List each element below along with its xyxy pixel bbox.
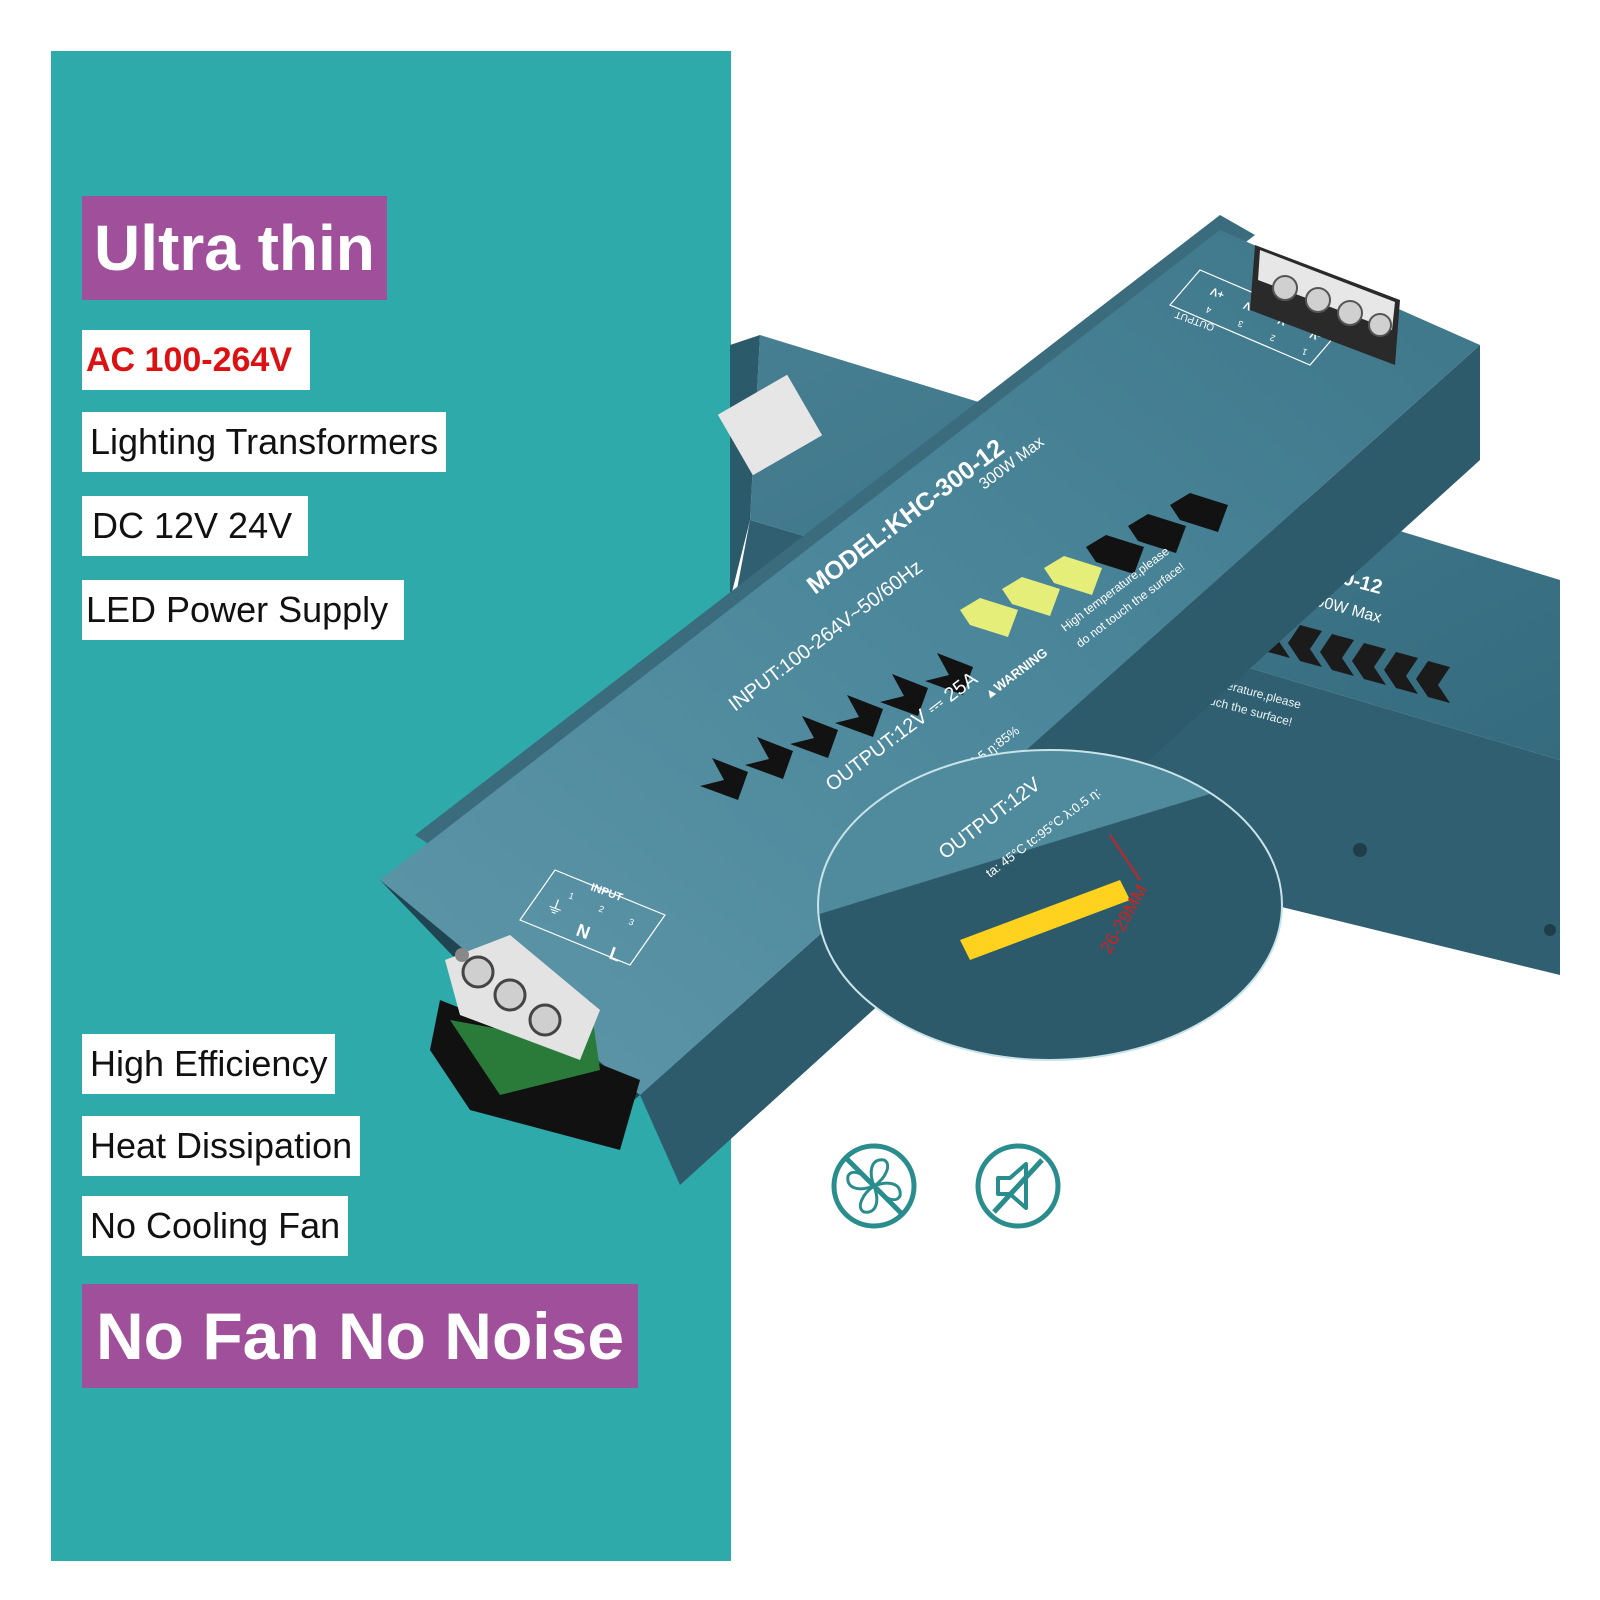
- headline-banner: Ultra thin: [82, 196, 387, 300]
- vent-slots: [700, 493, 1228, 800]
- dimension-line: [1109, 834, 1141, 881]
- input-number-2: 2: [597, 903, 605, 914]
- voltage-label: AC 100-264V: [82, 330, 311, 390]
- input-terminal-n: N: [574, 920, 593, 943]
- output-terminal-block: [1250, 245, 1400, 365]
- no-sound-icon: [975, 1143, 1061, 1229]
- no-cooling-fan-label: No Cooling Fan: [82, 1196, 349, 1256]
- input-number-1: 1: [567, 890, 575, 901]
- thickness-zoom-inset: OUTPUT:12V ta: 45°C tc:95°C λ:0.5 η: 26-…: [817, 749, 1283, 1061]
- output-number-2: 3: [1237, 318, 1245, 329]
- dc-output-label: DC 12V 24V: [82, 496, 309, 556]
- tagline-banner: No Fan No Noise: [82, 1284, 639, 1388]
- no-fan-icon: [831, 1143, 917, 1229]
- product-label: LED Power Supply: [82, 580, 405, 640]
- transformer-label: Lighting Transformers: [82, 412, 447, 472]
- input-terminal-block: [430, 935, 640, 1150]
- efficiency-label: High Efficiency: [82, 1034, 336, 1094]
- output-number-3: 2: [1269, 332, 1277, 343]
- output-number-1: 4: [1205, 304, 1213, 315]
- heat-dissipation-label: Heat Dissipation: [82, 1116, 361, 1176]
- output-number-4: 1: [1301, 346, 1309, 357]
- output-terminal-1: +V: [1208, 284, 1226, 300]
- input-number-3: 3: [627, 916, 635, 927]
